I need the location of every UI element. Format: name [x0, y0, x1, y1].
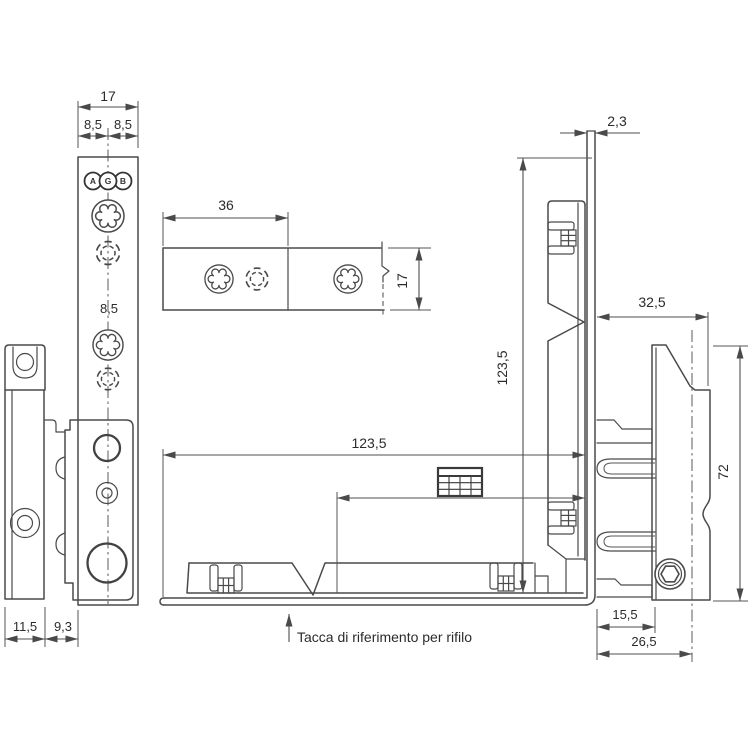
hex-screw-icon — [654, 558, 686, 590]
dim-hole-spacing: 8,5 — [100, 301, 118, 316]
dim-arm-gap: 9,3 — [54, 619, 72, 634]
torx-screw-icon — [92, 329, 124, 361]
plate-outline — [64, 419, 134, 601]
plate-large-hole — [86, 542, 128, 584]
arm-step — [43, 419, 66, 433]
dowel-pin — [596, 458, 656, 479]
grid-marker-icon — [436, 466, 484, 498]
reference-note: Tacca di riferimento per rifilo — [285, 614, 472, 645]
mounting-plate-side-view — [55, 419, 134, 601]
dim-bottom-offset-outer: 26,5 — [631, 634, 656, 649]
dim-horizontal-length: 123,5 — [351, 435, 386, 451]
dim-plate-height: 17 — [394, 273, 410, 289]
edge-profile-outline — [651, 344, 711, 601]
agb-logo: A G B — [83, 171, 133, 191]
clip-detail — [209, 564, 243, 594]
torx-screw-icon — [333, 264, 363, 294]
plate-bump — [55, 532, 66, 556]
dim-strip-half-right: 8,5 — [114, 117, 132, 132]
cover-plate-front-view: 36 17 — [162, 197, 431, 316]
strip-outline — [77, 156, 139, 606]
panel-step — [596, 419, 653, 444]
dim-rail-group: 123,5 — [162, 435, 585, 597]
logo-letter-a: A — [90, 176, 96, 186]
rail-top-edge — [188, 562, 534, 596]
profile-left-edge — [547, 204, 585, 546]
arm-hole-inner — [16, 514, 34, 532]
dim-top-offset: 32,5 — [638, 294, 665, 310]
dim-right-group: 2,3 123,5 32,5 72 15,5 26,5 — [494, 113, 748, 660]
dim-plate-length: 36 — [218, 197, 234, 213]
dim-bottom-offset-inner: 15,5 — [612, 607, 637, 622]
dim-panel-thickness: 2,3 — [607, 113, 627, 129]
bottom-plate — [163, 597, 588, 606]
note-label: Tacca di riferimento per rifilo — [297, 629, 472, 645]
plate-bump — [55, 456, 66, 480]
torx-screw-icon — [91, 199, 125, 233]
panel-step — [596, 578, 653, 598]
dim-vertical-length: 123,5 — [494, 350, 510, 385]
torx-hole-icon — [243, 265, 271, 293]
arm-hole-outer — [9, 507, 41, 539]
strip-front-view: A G B 8,5 — [77, 128, 139, 606]
arm-body — [4, 389, 45, 600]
plate-ring-hole-outer — [95, 481, 119, 505]
side-view — [534, 130, 711, 662]
clip-detail — [489, 562, 523, 592]
clip-detail — [547, 501, 577, 535]
dim-strip-width-group: 17 8,5 8,5 — [77, 88, 139, 148]
arm-pivot-inner — [12, 346, 38, 379]
break-line — [381, 241, 390, 283]
profile-top — [547, 200, 586, 206]
plate-ring-hole-inner — [101, 487, 113, 499]
dim-strip-half-left: 8,5 — [84, 117, 102, 132]
logo-letter-b: B — [120, 176, 126, 186]
dim-arm-width: 11,5 — [13, 619, 37, 634]
profile-taper — [547, 544, 586, 560]
bottom-plate-corner — [585, 594, 596, 606]
torx-screw-icon — [204, 264, 234, 294]
plate-hole — [92, 433, 122, 463]
arm-pivot-hole — [15, 352, 35, 372]
logo-letter-g: G — [105, 176, 112, 186]
dim-edge-piece-height: 72 — [715, 464, 731, 480]
arm-pivot-block — [4, 344, 46, 391]
bottom-plate-left-cap — [159, 597, 165, 606]
dowel-pin — [596, 531, 656, 552]
rail-left-and-bottom — [186, 562, 584, 594]
hinge-arm-side-view — [4, 344, 66, 600]
dim-arm-group: 11,5 9,3 — [4, 607, 79, 647]
dim-strip-width: 17 — [100, 88, 116, 104]
clip-detail — [547, 221, 577, 255]
bottom-rail-side-view — [159, 562, 596, 606]
